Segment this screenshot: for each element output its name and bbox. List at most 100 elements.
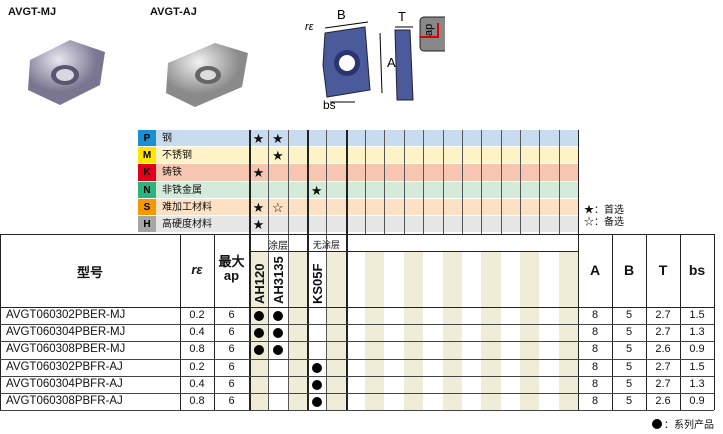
dim-t-cell: 2.7 bbox=[655, 326, 671, 339]
model-cell: AVGT060304PBFR-AJ bbox=[6, 377, 123, 390]
grid-line bbox=[612, 234, 613, 410]
grid-line bbox=[214, 234, 215, 410]
preferred-star-icon: ★ bbox=[252, 217, 265, 232]
legend-alternative: ☆：备选 bbox=[584, 217, 624, 228]
max-ap-cell: 6 bbox=[228, 326, 235, 339]
grid-line bbox=[578, 130, 579, 234]
row-separator bbox=[138, 197, 578, 199]
grade-column-shade bbox=[481, 251, 501, 410]
model-cell: AVGT060304PBER-MJ bbox=[6, 326, 126, 339]
grade-column-shade bbox=[403, 251, 424, 410]
dim-t-cell: 2.7 bbox=[655, 360, 671, 373]
header-dim-b: B bbox=[623, 262, 635, 278]
preferred-star-icon: ★ bbox=[252, 199, 265, 215]
header-corner-radius: rε bbox=[191, 262, 203, 277]
dim-bs-cell: 1.3 bbox=[689, 377, 705, 390]
material-badge: K bbox=[138, 164, 156, 182]
model-cell: AVGT060308PBFR-AJ bbox=[6, 395, 123, 407]
dim-label-bs: bs bbox=[323, 98, 336, 110]
max-ap-cell: 6 bbox=[228, 377, 235, 390]
max-ap-cell: 6 bbox=[228, 395, 235, 407]
material-label: 非铁金属 bbox=[162, 184, 202, 196]
row-border bbox=[0, 358, 714, 360]
grade-ah3135: AH3135 bbox=[271, 256, 287, 304]
dim-label-b: B bbox=[337, 7, 346, 22]
grade-header-divider bbox=[249, 251, 578, 252]
row-separator bbox=[138, 215, 578, 216]
radius-cell: 0.4 bbox=[189, 377, 205, 390]
available-dot-icon bbox=[312, 379, 323, 390]
model-cell: AVGT060302PBFR-AJ bbox=[6, 360, 123, 373]
insert-image-mj bbox=[28, 40, 105, 105]
product-label-aj: AVGT-AJ bbox=[150, 6, 197, 18]
preferred-star-icon: ★ bbox=[252, 131, 265, 146]
header-dim-t: T bbox=[658, 262, 668, 278]
available-dot-icon bbox=[312, 397, 323, 407]
header-dim-bs: bs bbox=[688, 262, 706, 278]
dim-a-cell: 8 bbox=[591, 309, 599, 321]
material-badge: M bbox=[138, 147, 156, 165]
grid-line bbox=[680, 234, 681, 410]
dim-t-cell: 2.6 bbox=[655, 343, 671, 356]
dim-t-cell: 2.7 bbox=[655, 309, 671, 321]
available-dot-icon bbox=[254, 345, 264, 356]
header-max-ap-line2: ap bbox=[223, 268, 240, 283]
material-label: 不锈钢 bbox=[162, 150, 192, 162]
dim-bs-cell: 1.3 bbox=[689, 326, 705, 339]
material-label: 钢 bbox=[162, 133, 172, 144]
grid-line bbox=[268, 130, 270, 410]
grid-line bbox=[384, 130, 386, 234]
dim-label-re: rε bbox=[305, 21, 314, 33]
model-cell: AVGT060308PBER-MJ bbox=[6, 343, 126, 356]
available-dot-icon bbox=[312, 362, 323, 373]
material-badge: S bbox=[138, 198, 156, 216]
dim-a-cell: 8 bbox=[591, 343, 599, 356]
grade-column-shade bbox=[365, 251, 385, 410]
radius-cell: 0.2 bbox=[189, 309, 205, 321]
legend-preferred: ★：首选 bbox=[584, 205, 624, 216]
grid-line bbox=[442, 130, 444, 234]
legend: ★：首选 ☆：备选 bbox=[584, 205, 624, 229]
grid-line bbox=[646, 234, 647, 410]
preferred-star-icon: ★ bbox=[252, 165, 265, 181]
grid-line bbox=[0, 234, 1, 410]
product-label-mj: AVGT-MJ bbox=[8, 6, 57, 18]
material-label: 难加工材料 bbox=[162, 201, 212, 213]
row-border bbox=[0, 393, 714, 394]
row-separator bbox=[138, 232, 578, 234]
material-badge: H bbox=[138, 216, 156, 233]
row-border bbox=[0, 324, 714, 326]
header-bottom-border bbox=[0, 307, 714, 308]
max-ap-cell: 6 bbox=[228, 343, 235, 356]
table-top-border bbox=[0, 234, 714, 235]
legend-series-text: ：系列产品 bbox=[664, 420, 714, 431]
grid-line bbox=[365, 130, 367, 234]
grid-line bbox=[558, 130, 560, 234]
max-ap-cell: 6 bbox=[228, 309, 235, 321]
row-border bbox=[0, 410, 714, 412]
radius-cell: 0.2 bbox=[189, 360, 205, 373]
grid-line bbox=[519, 130, 521, 234]
dim-label-ap: ap bbox=[423, 24, 435, 36]
dim-b-cell: 5 bbox=[625, 377, 633, 390]
grid-line bbox=[578, 234, 579, 410]
grid-line bbox=[539, 130, 541, 234]
model-cell: AVGT060302PBER-MJ bbox=[6, 309, 126, 321]
radius-cell: 0.8 bbox=[189, 343, 205, 356]
dim-label-a: A bbox=[387, 55, 396, 70]
preferred-star-icon: ★ bbox=[272, 131, 284, 146]
header-coated: 涂层 bbox=[268, 241, 289, 252]
dim-b-cell: 5 bbox=[625, 360, 633, 373]
grid-line bbox=[403, 130, 405, 234]
grade-column-shade bbox=[287, 251, 308, 410]
radius-cell: 0.8 bbox=[189, 395, 205, 407]
dim-a-cell: 8 bbox=[591, 360, 599, 373]
dim-a-cell: 8 bbox=[591, 395, 599, 407]
dim-b-cell: 5 bbox=[625, 395, 633, 407]
dim-bs-cell: 0.9 bbox=[689, 395, 705, 407]
grid-line bbox=[345, 130, 348, 410]
dim-bs-cell: 1.5 bbox=[689, 360, 705, 373]
grade-column-shade bbox=[326, 251, 346, 410]
